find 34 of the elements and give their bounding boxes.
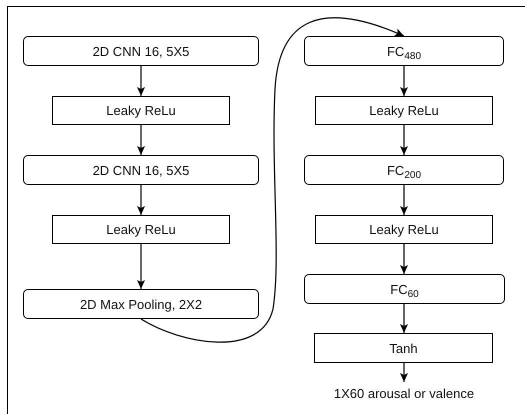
layer-box: [315, 96, 493, 125]
layer-box: [52, 96, 230, 125]
arrow: [137, 185, 145, 215]
layer-label: FC$_{200}$: [386, 162, 422, 178]
layer-box: [315, 215, 493, 244]
arrow: [400, 66, 408, 96]
layer-box: [304, 155, 504, 185]
arrow: [400, 244, 408, 274]
layer-label: Tanh: [389, 340, 418, 356]
arrow: [400, 363, 408, 382]
layer-label: Leaky ReLu: [369, 103, 439, 118]
arrow: [137, 125, 145, 155]
layer-box: [23, 289, 259, 319]
layer-label: 2D CNN 16, 5X5: [92, 162, 190, 178]
layer-box: [314, 333, 493, 363]
arrow: [137, 66, 145, 96]
layer-label: FC$_{60}$: [390, 282, 419, 296]
arrow: [140, 17, 404, 343]
layer-label: FC$_{480}$: [386, 44, 422, 58]
layer-label: Leaky ReLu: [369, 222, 439, 237]
arrow: [400, 304, 408, 333]
layer-label: 2D CNN 16, 5X5: [92, 44, 190, 58]
layer-label: Leaky ReLu: [106, 103, 176, 118]
arrow: [400, 125, 408, 155]
layer-label: 2D Max Pooling, 2X2: [80, 296, 202, 312]
layer-box: [52, 215, 230, 244]
layer-box: [304, 36, 504, 66]
arrow: [137, 244, 145, 289]
layer-label: Leaky ReLu: [106, 222, 176, 237]
layer-box: [304, 274, 505, 304]
arrow: [400, 185, 408, 215]
output-label: 1X60 arousal or valence: [334, 386, 474, 400]
layer-box: [23, 155, 259, 185]
layer-box: [23, 36, 259, 66]
